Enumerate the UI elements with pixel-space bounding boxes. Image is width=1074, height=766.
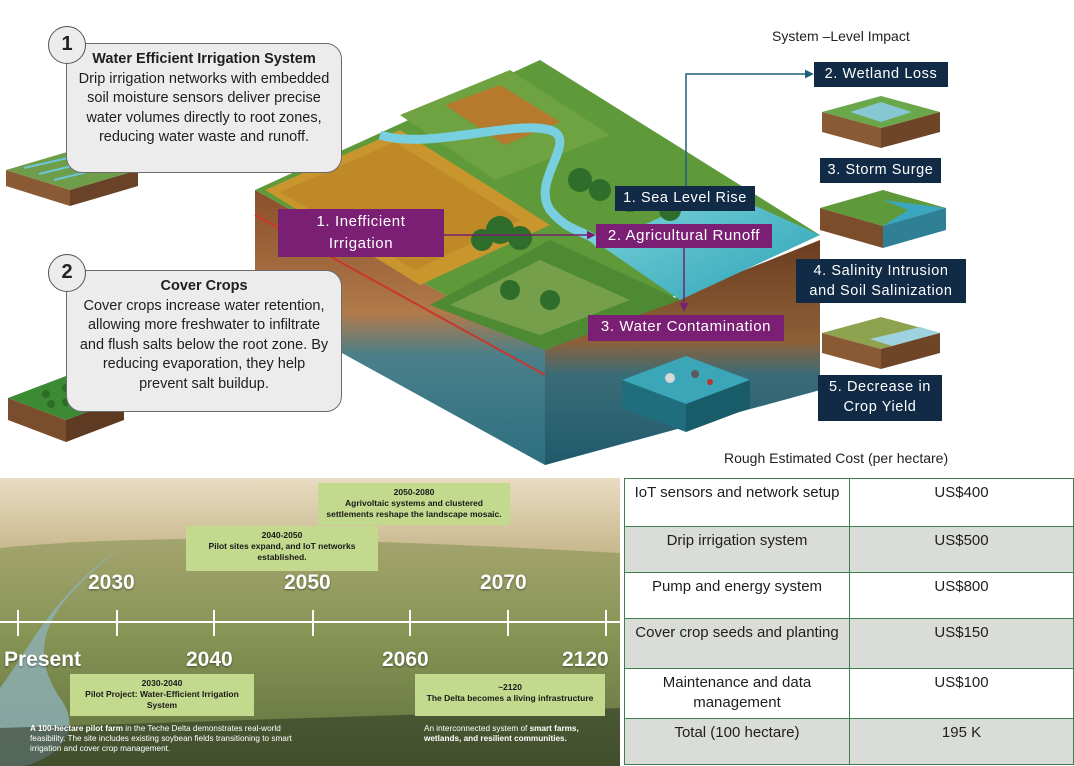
milestone-2040-2050: 2040-2050 Pilot sites expand, and IoT ne… (186, 526, 378, 571)
table-row: Cover crop seeds and planting US$150 (624, 618, 1074, 669)
solution-callout-cover-crops: Cover Crops Cover crops increase water r… (66, 270, 342, 412)
milestone-2120: ~2120 The Delta becomes a living infrast… (415, 674, 605, 716)
impact-label-wetland-loss: 2. Wetland Loss (814, 62, 948, 87)
storm-surge-thumbnail (820, 190, 946, 248)
cause-label-water-contamination: 3. Water Contamination (588, 315, 784, 341)
milestone-2050-2080: 2050-2080 Agrivoltaic systems and cluste… (318, 483, 510, 525)
cost-item: Pump and energy system (624, 572, 850, 619)
timeline-panel: 2030 2050 2070 Present 2040 2060 2120 20… (0, 478, 620, 766)
milestone-2030-2040: 2030-2040 Pilot Project: Water-Efficient… (70, 674, 254, 716)
table-row: IoT sensors and network setup US$400 (624, 478, 1074, 527)
milestone-period: 2030-2040 (141, 678, 183, 688)
cost-value: US$400 (849, 478, 1074, 527)
diagram-connectors (444, 69, 814, 312)
solution-description: Cover crops increase water retention, al… (79, 297, 329, 392)
milestone-text: Pilot Project: Water-Efficient Irrigatio… (85, 689, 239, 710)
cost-value: US$800 (849, 572, 1074, 619)
timeline-year-top: 2050 (284, 571, 331, 594)
solution-description: Drip irrigation networks with embedded s… (78, 70, 330, 146)
impact-label-salinity-intrusion: 4. Salinity Intrusion and Soil Salinizat… (796, 259, 966, 303)
footnote-text: An interconnected system of (424, 724, 530, 733)
footnote-text: in the Teche Delta demonstrates real-wor… (30, 724, 292, 753)
table-row: Pump and energy system US$800 (624, 572, 1074, 619)
cost-item: Cover crop seeds and planting (624, 618, 850, 669)
timeline-year-bottom: 2120 (562, 648, 609, 671)
crop-yield-thumbnail (822, 317, 940, 369)
timeline-year-bottom: 2040 (186, 648, 233, 671)
cause-label-inefficient-irrigation: 1. Inefficient Irrigation (278, 209, 444, 257)
cost-value: US$100 (849, 668, 1074, 719)
milestone-text: Pilot sites expand, and IoT networks est… (208, 541, 356, 562)
milestone-period: 2040-2050 (261, 530, 303, 540)
milestone-period: 2050-2080 (393, 487, 435, 497)
milestone-text: The Delta becomes a living infrastructur… (426, 693, 594, 703)
timeline-year-top: 2070 (480, 571, 527, 594)
timeline-footnote-left: A 100-hectare pilot farm in the Teche De… (30, 724, 300, 754)
cost-item: Drip irrigation system (624, 526, 850, 573)
timeline-year-bottom: Present (4, 648, 82, 671)
table-row: Drip irrigation system US$500 (624, 526, 1074, 573)
timeline-footnote-right: An interconnected system of smart farms,… (424, 724, 610, 744)
timeline-year-bottom: 2060 (382, 648, 429, 671)
impact-heading: System –Level Impact (772, 28, 910, 44)
table-row: Maintenance and data management US$100 (624, 668, 1074, 719)
cost-table: IoT sensors and network setup US$400 Dri… (624, 478, 1074, 765)
solution-callout-irrigation: Water Efficient Irrigation System Drip i… (66, 43, 342, 173)
timeline-year-top: 2030 (88, 571, 135, 594)
solution-title: Water Efficient Irrigation System (92, 51, 316, 67)
cost-item: Maintenance and data management (624, 668, 850, 719)
table-row: Total (100 hectare) 195 K (624, 718, 1074, 765)
solution-number-badge: 2 (48, 254, 86, 292)
cost-value: 195 K (849, 718, 1074, 765)
cost-item: Total (100 hectare) (624, 718, 850, 765)
solution-number-badge: 1 (48, 26, 86, 64)
milestone-period: ~2120 (498, 682, 522, 692)
sea-level-rise-label: 1. Sea Level Rise (615, 186, 755, 211)
cost-value: US$150 (849, 618, 1074, 669)
footnote-bold: A 100-hectare pilot farm (30, 724, 123, 733)
impact-label-storm-surge: 3. Storm Surge (820, 158, 941, 183)
cost-item: IoT sensors and network setup (624, 478, 850, 527)
cost-value: US$500 (849, 526, 1074, 573)
footnote-bold: smart farms, wetlands, and resilient com… (424, 724, 579, 743)
water-contamination-inset (622, 356, 750, 432)
solution-title: Cover Crops (160, 278, 248, 294)
cost-table-heading: Rough Estimated Cost (per hectare) (724, 450, 949, 466)
wetland-loss-thumbnail (822, 96, 940, 148)
cause-label-agricultural-runoff: 2. Agricultural Runoff (596, 224, 772, 248)
timeline-background (0, 478, 620, 766)
milestone-text: Agrivoltaic systems and clustered settle… (326, 498, 502, 519)
impact-label-crop-yield: 5. Decrease in Crop Yield (818, 375, 942, 421)
